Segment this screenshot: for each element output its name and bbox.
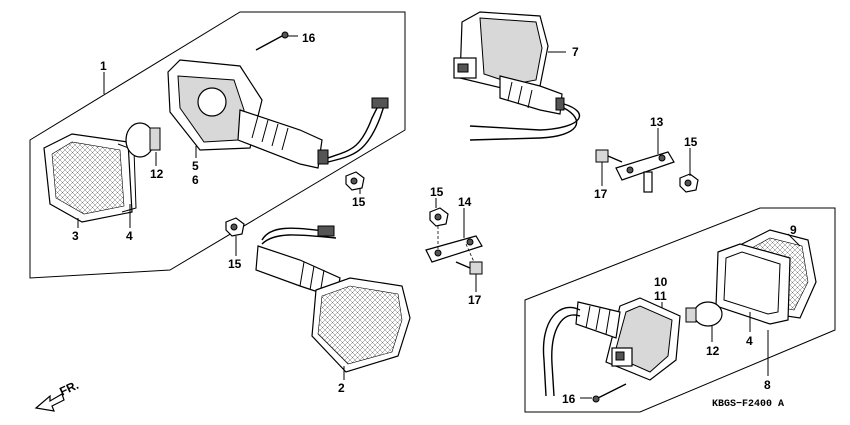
callout-15-d: 15 (684, 135, 698, 149)
callout-15-b: 15 (430, 185, 444, 199)
wire-part-8 (542, 306, 581, 397)
wire-part-7-b (469, 107, 578, 141)
callout-13: 13 (650, 115, 664, 129)
callout-3: 3 (72, 229, 79, 243)
callout-15-c: 15 (228, 257, 242, 271)
bolt-part-17-a (455, 261, 483, 275)
nut-part-15-a (345, 171, 365, 191)
callout-15-a: 15 (352, 195, 366, 209)
wire-part-2-b (261, 234, 337, 245)
callout-9: 9 (790, 223, 797, 237)
callout-11: 11 (654, 289, 667, 303)
callout-2: 2 (338, 381, 345, 395)
gasket-part-4 (117, 143, 137, 213)
screw-part-16 (255, 31, 289, 51)
wire-part-8-b (551, 314, 581, 397)
callout-8: 8 (764, 378, 771, 392)
callout-14: 14 (458, 195, 472, 209)
nut-part-15-c (225, 217, 245, 237)
bulb-part-12 (125, 122, 161, 158)
bolt-part-17-b (595, 149, 623, 163)
screw-part-16-b (592, 383, 627, 403)
callout-17-mid: 17 (468, 293, 482, 307)
drawing-code: KBGS−F2400 A (712, 399, 784, 410)
callout-17-right: 17 (594, 187, 608, 201)
leader-lines (77, 35, 801, 399)
callout-12-left: 12 (150, 167, 164, 181)
housing-part-5-6 (167, 59, 329, 169)
gasket-part-4-inner (723, 251, 781, 315)
callout-6: 6 (192, 173, 199, 187)
callout-5: 5 (192, 159, 199, 173)
callouts: 1 3 4 12 5 6 16 15 7 13 15 17 15 14 17 1… (72, 31, 797, 406)
lens-part-3 (43, 133, 133, 223)
nut-part-15-d (679, 173, 699, 193)
bracket-part-14 (425, 235, 483, 263)
wire-part-1 (327, 105, 379, 159)
connector-part-2 (317, 225, 335, 237)
leader-dash-14 (437, 226, 475, 263)
assembly-1-outline (29, 11, 406, 279)
turn-signal-part-2 (255, 245, 411, 373)
callout-16-top: 16 (302, 31, 316, 45)
connector-part-1 (371, 97, 389, 109)
front-direction-arrow: FR. (34, 378, 81, 412)
bracket-part-13 (615, 151, 675, 193)
callout-12-right: 12 (706, 344, 720, 358)
callout-4-right: 4 (746, 334, 753, 348)
housing-part-10-11 (575, 297, 681, 381)
bulb-part-12-b (685, 301, 723, 327)
callout-16-bottom: 16 (562, 392, 576, 406)
wire-part-1-b (327, 105, 385, 163)
nut-part-15-b (429, 207, 449, 227)
callout-10: 10 (654, 275, 668, 289)
callout-7: 7 (572, 45, 579, 59)
assembly-8-outline (524, 207, 836, 413)
callout-4-left: 4 (126, 229, 133, 243)
direction-label: FR. (57, 378, 80, 399)
callout-1: 1 (100, 59, 107, 73)
turn-signal-part-7 (453, 11, 565, 115)
